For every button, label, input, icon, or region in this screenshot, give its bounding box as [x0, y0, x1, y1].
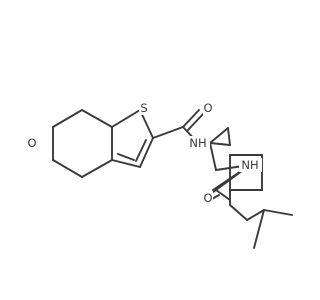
bond [81, 109, 113, 128]
atom-amide-oxygen-2: O [203, 191, 213, 205]
atom-label-o: O [27, 136, 36, 150]
bond [229, 204, 248, 221]
bond [253, 209, 265, 249]
atom-amide-nitrogen-1: NH [187, 136, 210, 150]
atom-amine-nitrogen-2: NH [239, 158, 262, 172]
atom-label-nh: NH [241, 158, 258, 172]
bond [152, 126, 184, 139]
bond [182, 109, 200, 128]
bond [111, 159, 141, 168]
atom-amide-oxygen-1: O [203, 101, 213, 115]
bond [81, 159, 113, 178]
bond [211, 194, 220, 200]
bond [215, 189, 231, 201]
bond [187, 112, 205, 131]
bond [52, 109, 83, 128]
atom-ring-oxygen: O [27, 136, 37, 150]
chemical-structure-diagram: S O NH O NH O [27, 101, 293, 249]
atom-labels: S O NH O NH O [27, 101, 262, 205]
bond [52, 159, 83, 178]
bond [117, 153, 135, 161]
bond [209, 142, 217, 171]
atom-label-s: S [140, 101, 147, 115]
bond [139, 137, 154, 168]
bond [135, 139, 147, 162]
bond [263, 209, 293, 216]
bond [246, 209, 265, 221]
bond [209, 127, 229, 144]
bond [209, 142, 231, 146]
atom-label-nh: NH [189, 136, 206, 150]
bond-layer [52, 109, 293, 249]
atom-sulfur: S [139, 101, 149, 115]
atom-label-o: O [203, 191, 212, 205]
bond [227, 127, 231, 146]
bond [111, 109, 141, 128]
atom-label-o: O [203, 101, 212, 115]
